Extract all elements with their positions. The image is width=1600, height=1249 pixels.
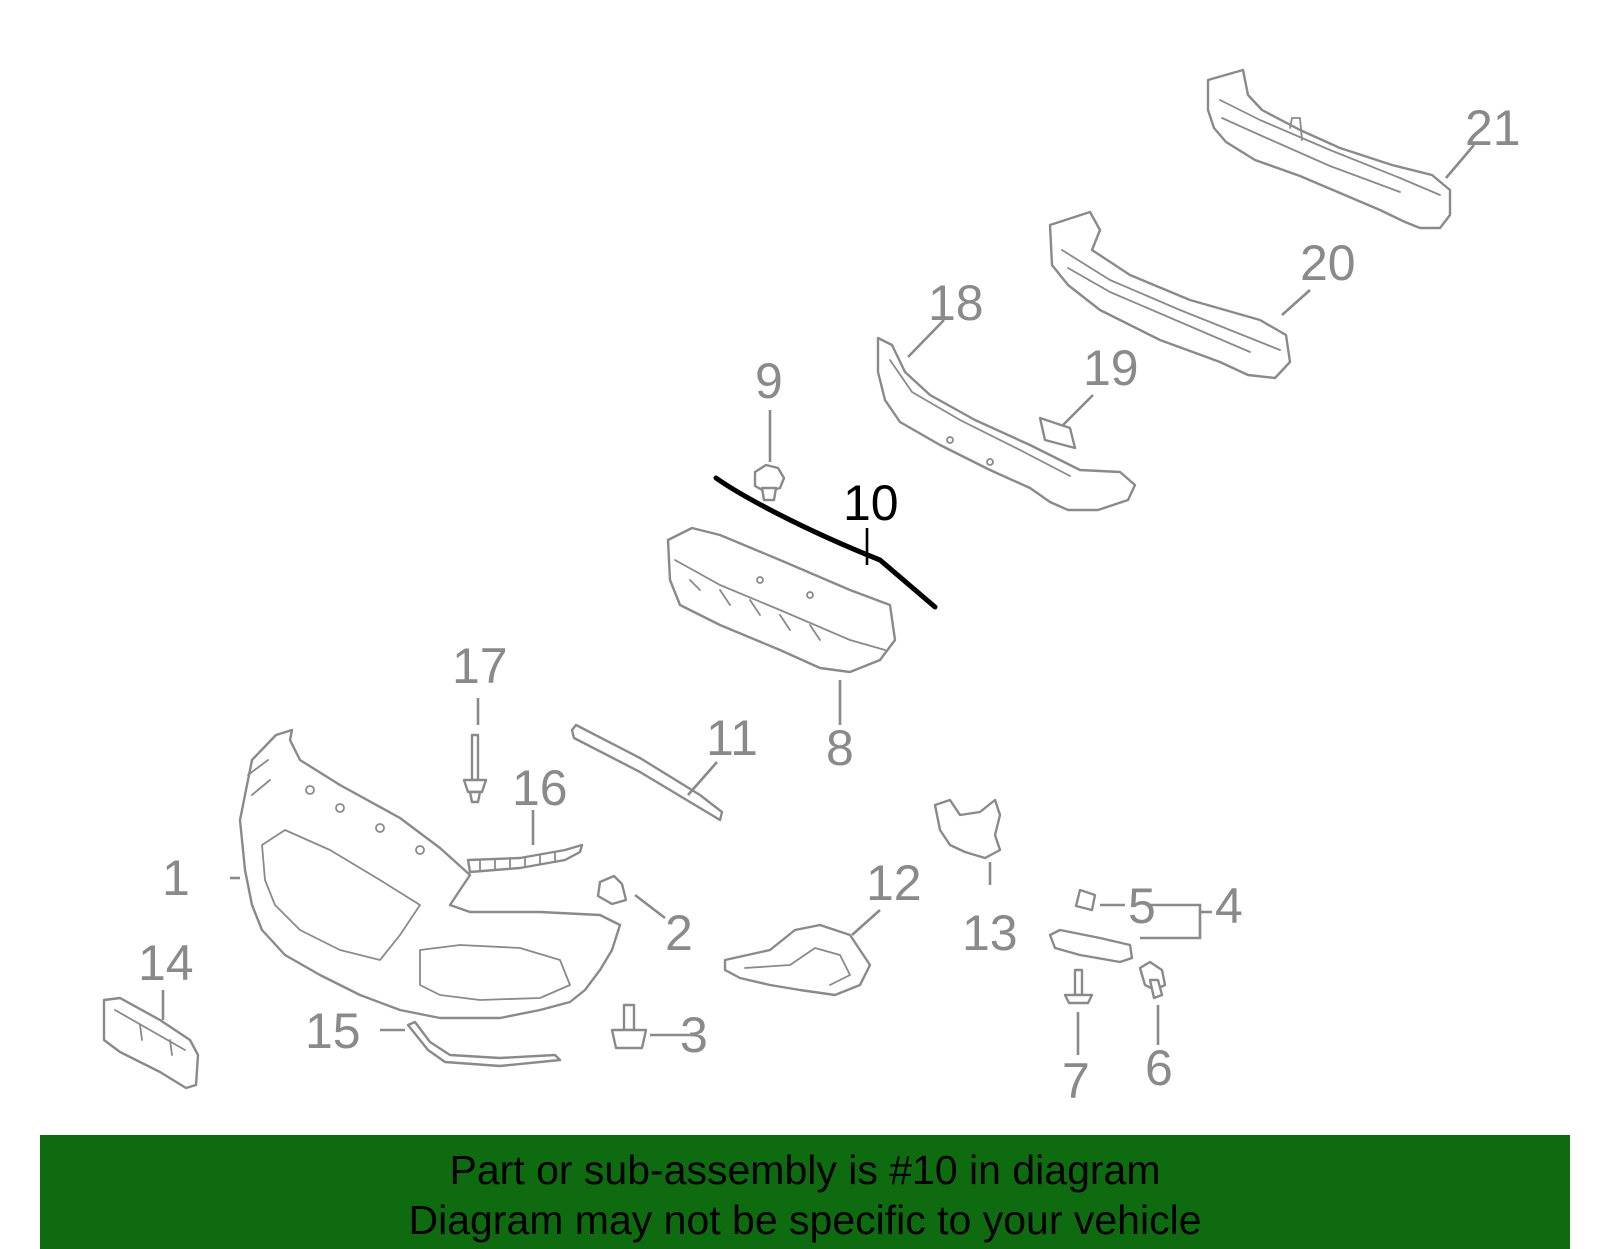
- part-16-strip[interactable]: [466, 843, 584, 874]
- callouts: 21 20 18 19 9 10 8 11 17 16 1 2 3 15 14 …: [138, 100, 1521, 1109]
- callout-3[interactable]: 3: [680, 1007, 708, 1063]
- part-19-pad[interactable]: [1038, 416, 1077, 450]
- leader-lines: [161, 144, 1475, 1055]
- callout-12[interactable]: 12: [866, 855, 922, 911]
- part-17-pin[interactable]: [462, 733, 488, 804]
- part-4-bracket[interactable]: [1048, 928, 1134, 964]
- callout-17[interactable]: 17: [452, 638, 508, 694]
- callout-7[interactable]: 7: [1062, 1053, 1090, 1109]
- callout-9[interactable]: 9: [755, 353, 783, 409]
- callout-6[interactable]: 6: [1145, 1040, 1173, 1096]
- callout-4[interactable]: 4: [1215, 878, 1243, 934]
- callout-20[interactable]: 20: [1300, 235, 1356, 291]
- callout-18[interactable]: 18: [928, 275, 984, 331]
- callout-15[interactable]: 15: [305, 1003, 361, 1059]
- callout-10[interactable]: 10: [843, 475, 899, 531]
- info-banner: Part or sub-assembly is #10 in diagram D…: [40, 1135, 1570, 1249]
- callout-19[interactable]: 19: [1083, 340, 1139, 396]
- part-2-retainer[interactable]: [596, 874, 628, 906]
- part-18-stiffener[interactable]: [876, 336, 1137, 512]
- callout-21[interactable]: 21: [1465, 100, 1521, 156]
- part-1-bumper-cover[interactable]: [238, 728, 622, 1020]
- part-20-absorber-beam[interactable]: [1048, 210, 1292, 380]
- callout-5[interactable]: 5: [1128, 878, 1156, 934]
- callout-16[interactable]: 16: [512, 760, 568, 816]
- banner-line-disclaimer: Diagram may not be specific to your vehi…: [408, 1197, 1202, 1243]
- part-14-license-bracket[interactable]: [102, 996, 200, 1090]
- part-21-reinforcement-beam[interactable]: [1206, 68, 1452, 230]
- part-12-bezel[interactable]: [723, 923, 872, 997]
- part-9-clip[interactable]: [753, 463, 786, 502]
- banner-line-part: Part or sub-assembly is #10 in diagram: [449, 1147, 1161, 1193]
- callout-13[interactable]: 13: [962, 905, 1018, 961]
- part-3-bolt[interactable]: [610, 1003, 648, 1050]
- callout-14[interactable]: 14: [138, 935, 194, 991]
- callout-11[interactable]: 11: [706, 710, 758, 766]
- part-6-bolt[interactable]: [1138, 960, 1167, 1000]
- callout-8[interactable]: 8: [826, 720, 854, 776]
- callout-2[interactable]: 2: [665, 905, 693, 961]
- part-5-tab[interactable]: [1074, 888, 1097, 912]
- part-13-bracket[interactable]: [933, 798, 1002, 860]
- part-11-molding[interactable]: [570, 723, 724, 822]
- part-7-screw[interactable]: [1063, 968, 1094, 1005]
- part-15-molding[interactable]: [406, 1020, 562, 1068]
- callout-1[interactable]: 1: [162, 850, 190, 906]
- part-8-carrier[interactable]: [666, 526, 897, 674]
